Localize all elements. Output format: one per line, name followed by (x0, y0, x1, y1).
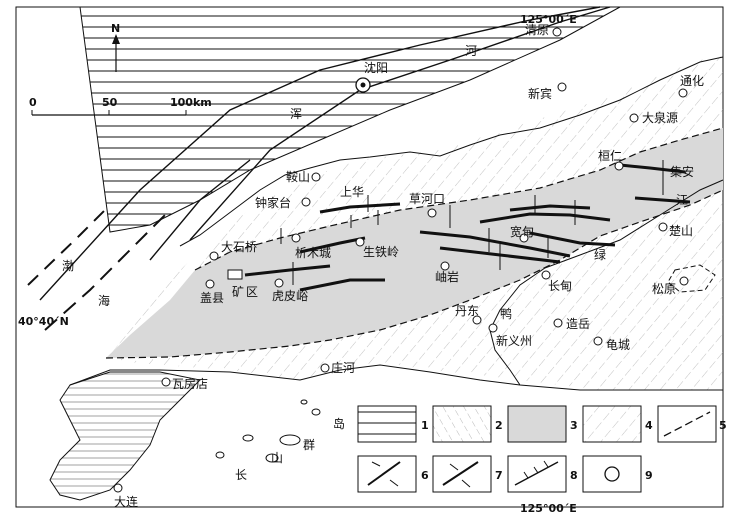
place-qingyuan: 清原 (525, 23, 549, 37)
place-changdian: 长甸 (548, 279, 572, 293)
island (242, 434, 254, 442)
upper-boundary (179, 56, 724, 247)
yalu-river (489, 179, 724, 386)
songyuan-inlier (667, 264, 716, 293)
place-wafangdian: 瓦房店 (172, 376, 208, 391)
lon-label-top: 125°00´E (520, 13, 577, 26)
region-horizontal-hatch (79, 6, 621, 233)
scale-tick-0: 0 (29, 96, 37, 109)
mine-area-label-1: 矿 (232, 285, 244, 299)
place-shenyang: 沈阳 (364, 60, 388, 75)
place-shengtieling: 生铁岭 (363, 245, 399, 259)
place-dashiqiao: 大石桥 (221, 240, 257, 254)
legend-num-2: 2 (495, 419, 503, 432)
shenyang-dot (360, 82, 366, 88)
river-label-ya: 鸭 (500, 307, 512, 321)
gray-belt-top (194, 127, 724, 271)
place-markers (113, 27, 689, 493)
place-zhuanghe: 庄河 (331, 360, 355, 375)
legend-num-5: 5 (719, 419, 727, 432)
peninsula (49, 371, 202, 501)
river-label-he: 河 (465, 44, 477, 58)
place-zhongjiatai: 钟家台 (255, 195, 291, 210)
place-caohekou: 草河口 (409, 192, 445, 206)
legend-num-8: 8 (570, 469, 578, 482)
island-label-shan: 山 (271, 451, 283, 465)
river-label-jiang: 江 (676, 193, 688, 207)
scale-tick-50: 50 (102, 96, 118, 109)
lon-label-bottom: 125°00´E (520, 502, 577, 515)
mine-area-label-2: 区 (246, 285, 258, 299)
north-arrow: N (111, 22, 120, 72)
legend-num-9: 9 (645, 469, 653, 482)
legend: 1 2 3 4 5 6 7 8 9 (357, 405, 727, 493)
legend-num-7: 7 (495, 469, 503, 482)
island-label-qun: 群 (303, 438, 315, 452)
legend-num-4: 4 (645, 419, 653, 432)
sea-label-bo: 渤 (62, 259, 74, 273)
sea-label-hai: 海 (98, 293, 110, 308)
place-dandong: 丹东 (455, 304, 479, 318)
north-label: N (111, 22, 120, 35)
legend-num-6: 6 (421, 469, 429, 482)
place-chushan: 楚山 (669, 224, 693, 238)
place-xinbin: 新宾 (528, 86, 552, 101)
fault-dashed-2 (27, 204, 111, 286)
place-tonghua: 通化 (680, 74, 704, 88)
island-label-dao: 岛 (333, 416, 345, 431)
island (265, 453, 279, 463)
place-jian: 集安 (670, 164, 694, 179)
place-gaixian: 盖县 (200, 291, 224, 305)
gray-belt-outline (105, 189, 724, 359)
legend-num-3: 3 (570, 419, 578, 432)
fault-line-2 (189, 6, 611, 241)
structure-arrows (280, 160, 664, 285)
place-xinyizhou: 新义州 (496, 333, 532, 348)
place-ximucheng: 析木城 (295, 246, 331, 260)
scale-bar: 0 50 100km (29, 96, 212, 116)
place-dalian: 大连 (114, 494, 138, 509)
scale-tick-100: 100km (170, 96, 212, 109)
island (311, 408, 321, 416)
island (279, 434, 301, 446)
coastline (69, 364, 723, 391)
river-label-lu: 绿 (594, 247, 606, 262)
river-label-hun: 浑 (290, 107, 302, 121)
island (300, 399, 308, 405)
place-songyuan: 松原 (652, 282, 676, 296)
island-label-chang: 长 (235, 468, 247, 482)
fault-dashed (44, 209, 171, 331)
fault-line-3 (149, 159, 251, 261)
place-daquanyuan: 大泉源 (642, 111, 678, 125)
place-xiuyan: 岫岩 (435, 269, 459, 284)
region-gray-belt (106, 128, 723, 358)
place-anshan: 鞍山 (286, 169, 310, 184)
place-zaoyue: 造岳 (566, 317, 590, 331)
mine-area-marker (227, 269, 243, 280)
place-shanghua: 上华 (340, 185, 364, 199)
place-guicheng: 龟城 (606, 338, 630, 352)
island (215, 451, 225, 459)
lat-label: 40°40´N (18, 315, 69, 328)
place-kuandian: 宽甸 (510, 224, 534, 239)
fault-line-1 (39, 6, 601, 301)
place-huanren: 桓仁 (598, 148, 622, 163)
legend-num-1: 1 (421, 419, 429, 432)
place-hupiyu: 虎皮峪 (272, 289, 308, 303)
